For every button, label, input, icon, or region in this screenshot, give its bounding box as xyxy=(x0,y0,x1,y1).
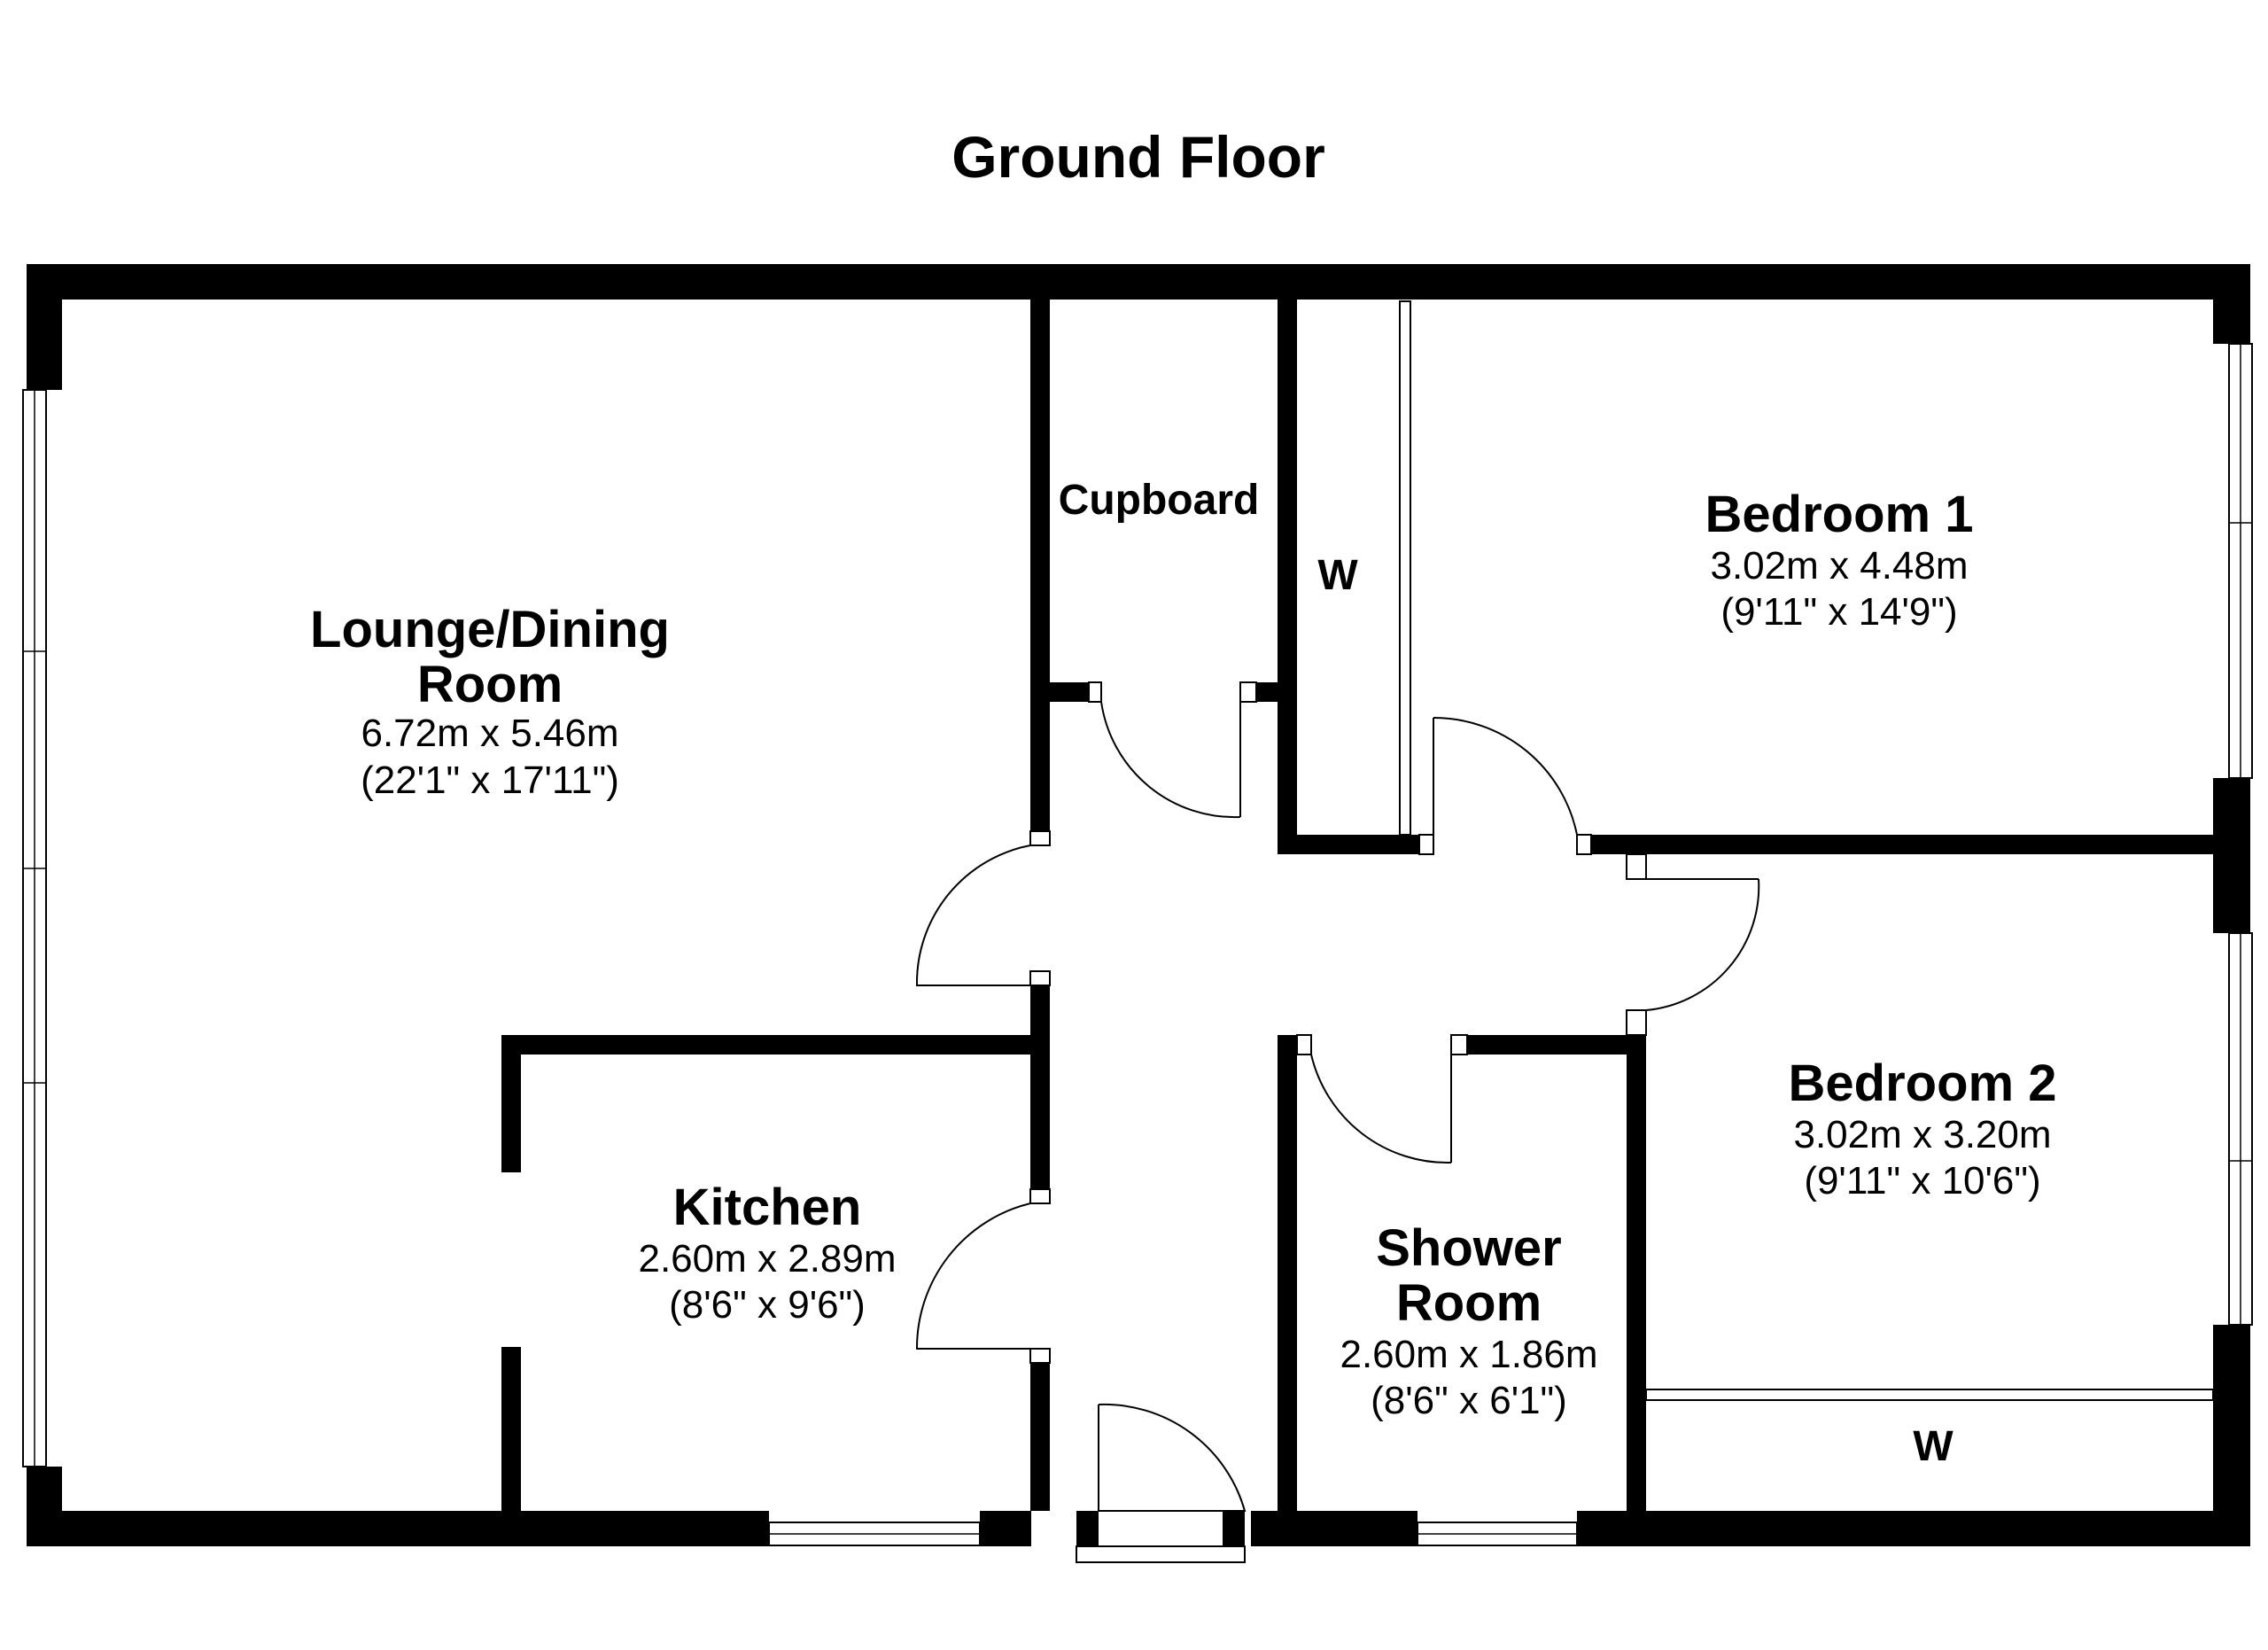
lounge-name-line2: Room xyxy=(417,656,563,713)
wardrobe-label-bedroom1: W xyxy=(1317,552,1358,599)
kitchen-name: Kitchen xyxy=(673,1179,862,1236)
bedroom1-imperial: (9'11" x 14'9") xyxy=(1720,590,1957,634)
floor-title: Ground Floor xyxy=(951,124,1325,190)
shower-imperial: (8'6" x 6'1") xyxy=(1371,1379,1567,1422)
doors xyxy=(915,681,1760,1563)
exterior-walls xyxy=(27,264,2250,1546)
wardrobe-label-bedroom2: W xyxy=(1913,1423,1953,1470)
interior-walls xyxy=(501,300,2250,1511)
room-bedroom-1: Bedroom 1 3.02m x 4.48m (9'11" x 14'9") xyxy=(1705,486,1974,634)
kitchen-metric: 2.60m x 2.89m xyxy=(638,1237,896,1280)
bedroom2-name: Bedroom 2 xyxy=(1789,1055,2057,1112)
lounge-metric: 6.72m x 5.46m xyxy=(361,712,618,755)
lounge-name-line1: Lounge/Dining xyxy=(310,601,670,658)
bedroom1-name: Bedroom 1 xyxy=(1705,486,1974,543)
bedroom2-metric: 3.02m x 3.20m xyxy=(1793,1113,2051,1156)
room-cupboard: Cupboard xyxy=(1059,477,1260,524)
lounge-imperial: (22'1" x 17'11") xyxy=(361,759,619,802)
bedroom2-imperial: (9'11" x 10'6") xyxy=(1804,1159,2040,1202)
room-kitchen: Kitchen 2.60m x 2.89m (8'6" x 9'6") xyxy=(638,1179,896,1327)
shower-metric: 2.60m x 1.86m xyxy=(1340,1333,1597,1376)
room-lounge: Lounge/Dining Room 6.72m x 5.46m (22'1" … xyxy=(310,601,670,802)
cupboard-name: Cupboard xyxy=(1059,477,1260,524)
windows xyxy=(22,343,2253,1546)
room-bedroom-2: Bedroom 2 3.02m x 3.20m (9'11" x 10'6") xyxy=(1789,1055,2057,1202)
kitchen-imperial: (8'6" x 9'6") xyxy=(669,1283,866,1327)
shower-name-line1: Shower xyxy=(1376,1219,1562,1277)
shower-name-line2: Room xyxy=(1396,1274,1542,1332)
bedroom1-metric: 3.02m x 4.48m xyxy=(1710,544,1968,588)
room-shower: Shower Room 2.60m x 1.86m (8'6" x 6'1") xyxy=(1340,1219,1597,1422)
wardrobe-doors xyxy=(1399,300,2214,1401)
